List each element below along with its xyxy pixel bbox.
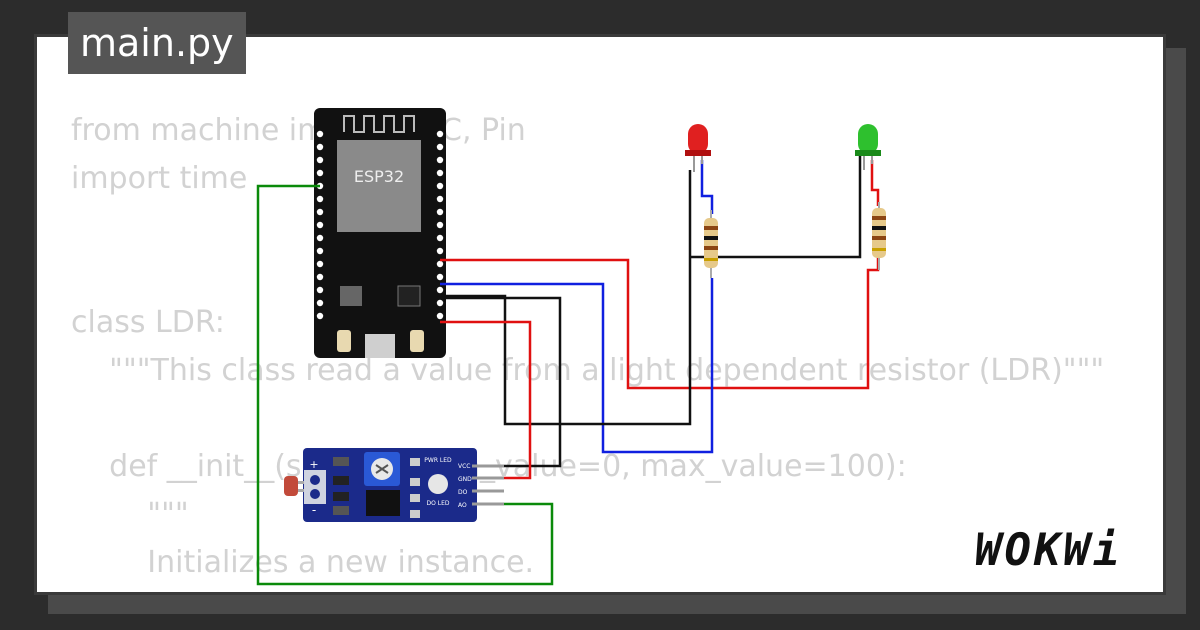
do-led-label: DO LED [426,500,449,507]
code-line: """ [71,497,189,532]
wokwi-logo: WOKWi [975,525,1123,576]
pwr-led-label: PWR LED [424,457,452,464]
ldr-sensor-module[interactable]: + - PWR LED DO LED VCC GND DO AO [284,448,504,522]
boot-button[interactable] [337,330,351,352]
green-led-rim [855,150,881,156]
esp32-label: ESP32 [354,167,404,186]
esp32-pin [316,260,324,268]
green-led-body [858,124,878,154]
esp32-pin [316,221,324,229]
esp32-pin [316,273,324,281]
esp32-pin [436,208,444,216]
resistor-2-body [872,208,886,258]
resistor-1-body [704,218,718,268]
red-led-body [688,124,708,154]
esp32-pin [316,156,324,164]
esp32-pin [436,234,444,242]
usb-serial-chip [397,285,421,307]
esp32-board[interactable]: ESP32 [314,108,446,358]
code-line: import time [71,161,248,196]
esp32-pin [316,208,324,216]
wire-blue-led-leg [700,160,714,214]
sensor-led [428,474,448,494]
pin-label-vcc: VCC [458,463,470,470]
antenna-icon [343,115,415,133]
esp32-pin [436,182,444,190]
pin-label-gnd: GND [458,476,472,483]
sensor-plus-label: + [309,458,318,471]
red-led-rim [685,150,711,156]
esp32-pin [436,312,444,320]
esp32-pin [436,195,444,203]
file-tab[interactable]: main.py [68,12,246,74]
sensor-header [304,470,326,504]
reset-button[interactable] [410,330,424,352]
code-line: class LDR: [71,305,225,340]
esp32-pin [436,156,444,164]
esp32-pin [316,130,324,138]
comparator-chip [366,490,400,516]
photoresistor [284,476,298,496]
esp32-pin [316,169,324,177]
regulator-chip [340,286,362,306]
esp32-pin [436,260,444,268]
esp32-pin [436,143,444,151]
esp32-pin [316,312,324,320]
wire-red-led-leg [870,160,880,206]
esp32-pin [316,195,324,203]
wire-blue-to-red-led [440,278,714,454]
red-led[interactable] [685,124,711,172]
wire-green-ao [256,184,554,586]
esp32-pin [316,234,324,242]
esp32-pin [436,247,444,255]
esp32-pin [316,299,324,307]
esp32-pin [436,221,444,229]
code-line: Initializes a new instance. [71,545,535,580]
esp32-pin [436,273,444,281]
esp32-pin [436,299,444,307]
pin-label-ao: AO [458,502,467,509]
esp32-pin [316,247,324,255]
resistor-1[interactable] [704,210,718,278]
esp32-pin [436,169,444,177]
esp32-pin [436,130,444,138]
wire-black-gnd-a [440,170,692,426]
esp32-pins-left [316,130,324,320]
esp32-pins-right [436,130,444,320]
sensor-minus-label: - [312,503,316,517]
resistor-2[interactable] [872,202,886,270]
esp32-pin [316,286,324,294]
usb-port [365,334,395,358]
green-led[interactable] [855,124,881,170]
pin-label-do: DO [458,489,468,496]
wire-black-led-gnd [690,156,862,259]
wire-black-gnd-b [440,296,562,468]
esp32-pin [316,143,324,151]
sensor-pin-headers [472,464,504,506]
esp32-chip [337,140,421,232]
esp32-pin [436,286,444,294]
